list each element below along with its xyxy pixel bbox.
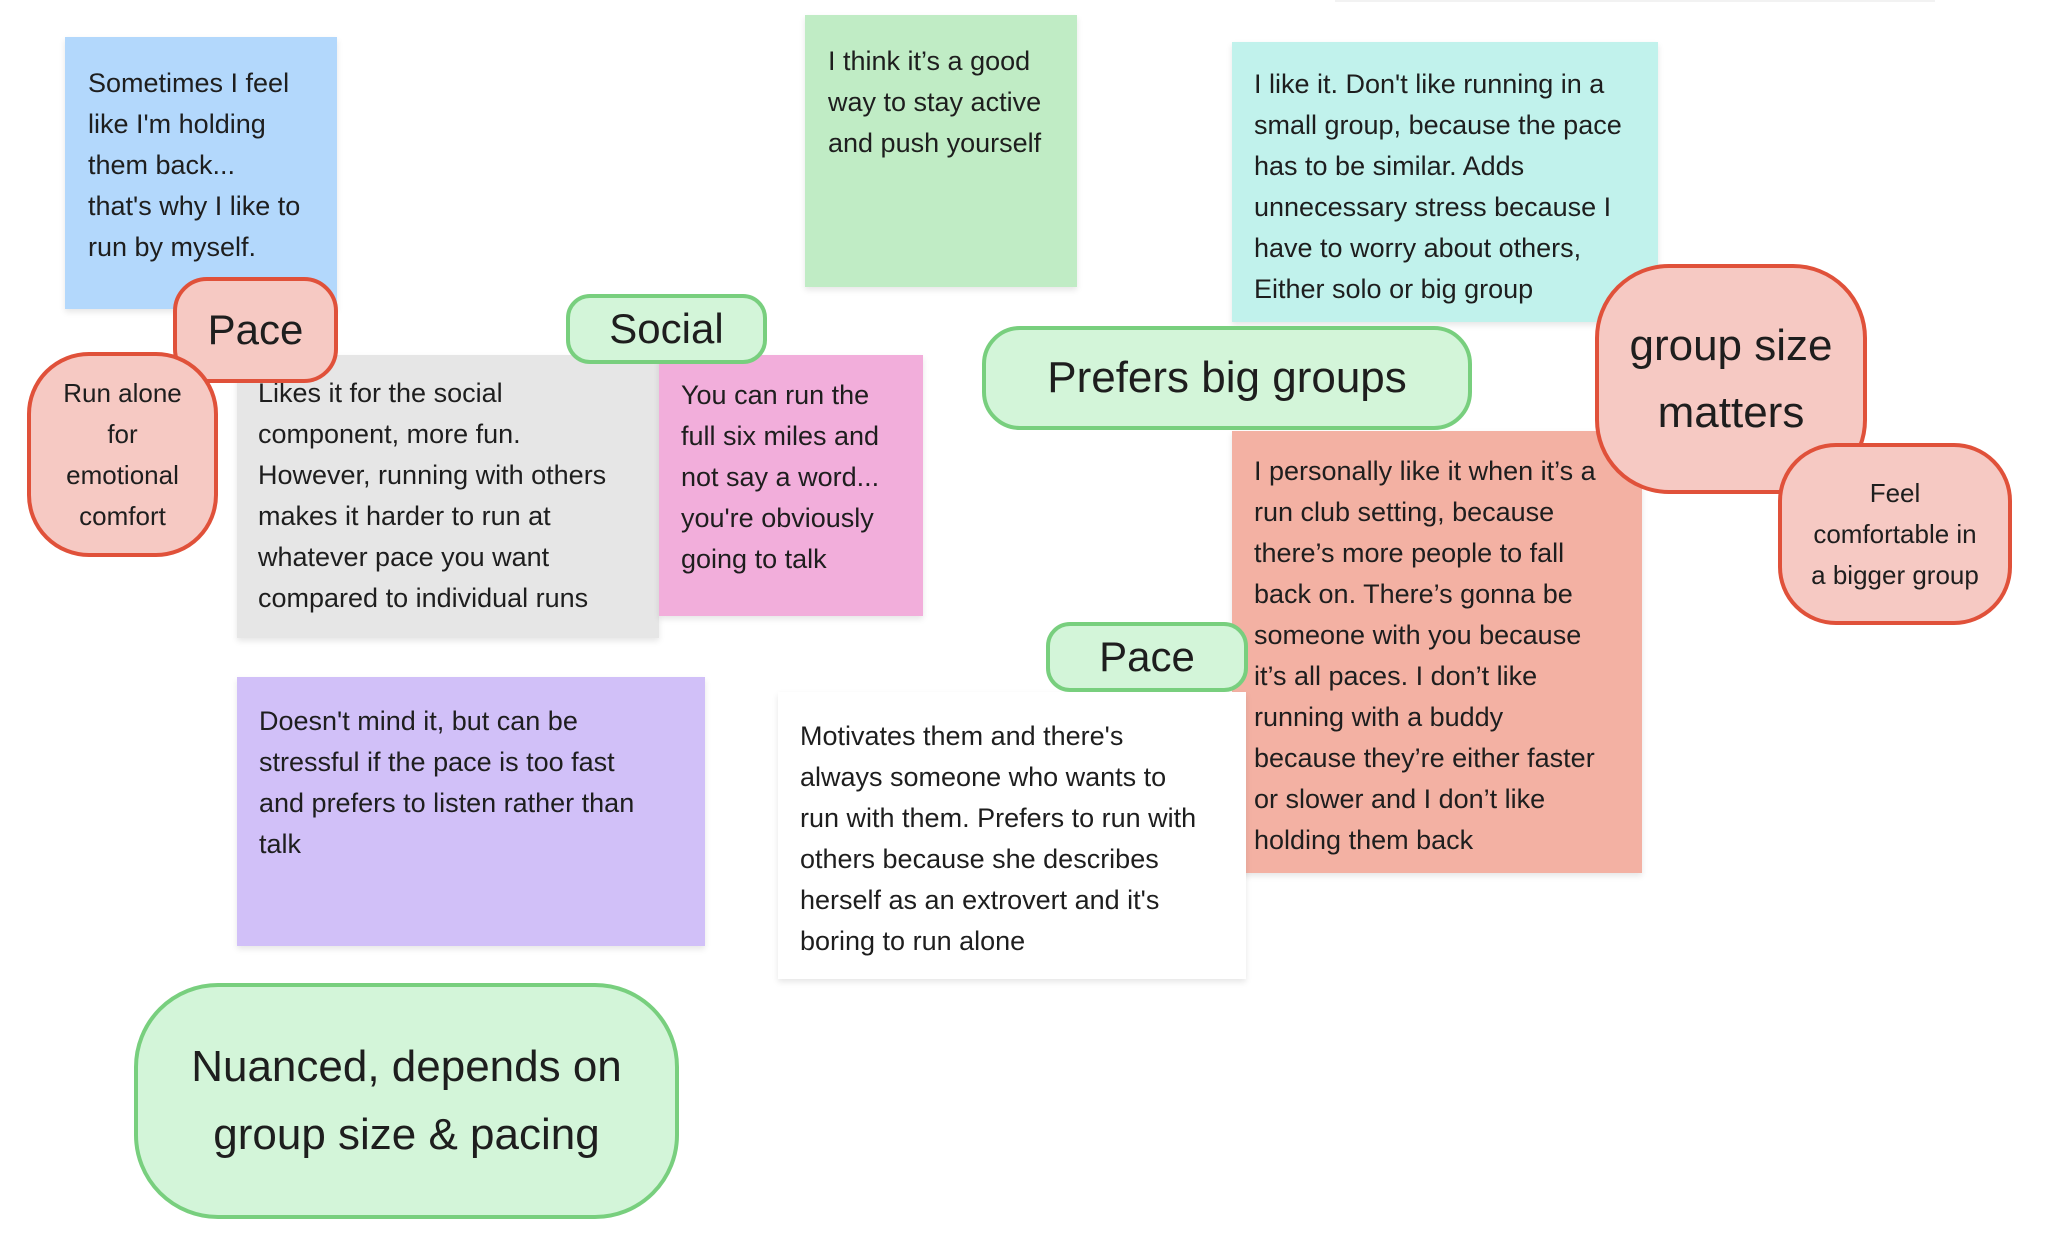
tag-prefers-big-groups[interactable]: Prefers big groups [982,326,1472,430]
sticky-note-holding-back[interactable]: Sometimes I feel like I'm holding them b… [65,37,337,309]
sticky-note-six-miles[interactable]: You can run the full six miles and not s… [659,355,923,616]
tag-pace-red[interactable]: Pace [173,277,338,383]
sticky-note-social-component[interactable]: Likes it for the social component, more … [237,355,659,638]
tag-feel-comfortable[interactable]: Feel comfortable in a bigger group [1778,443,2012,625]
canvas-edge-line [1335,0,1935,2]
sticky-note-stay-active[interactable]: I think it’s a good way to stay active a… [805,15,1077,287]
tag-group-size-matters[interactable]: group size matters [1595,264,1867,494]
tag-pace-green[interactable]: Pace [1046,622,1248,692]
tag-nuanced[interactable]: Nuanced, depends on group size & pacing [134,983,679,1219]
sticky-note-run-club[interactable]: I personally like it when it’s a run clu… [1232,431,1642,873]
sticky-note-doesnt-mind[interactable]: Doesn't mind it, but can be stressful if… [237,677,705,946]
sticky-note-motivates[interactable]: Motivates them and there's always someon… [778,692,1246,979]
tag-social[interactable]: Social [566,294,767,364]
sticky-note-small-group[interactable]: I like it. Don't like running in a small… [1232,42,1658,322]
tag-run-alone[interactable]: Run alone for emotional comfort [27,352,218,557]
